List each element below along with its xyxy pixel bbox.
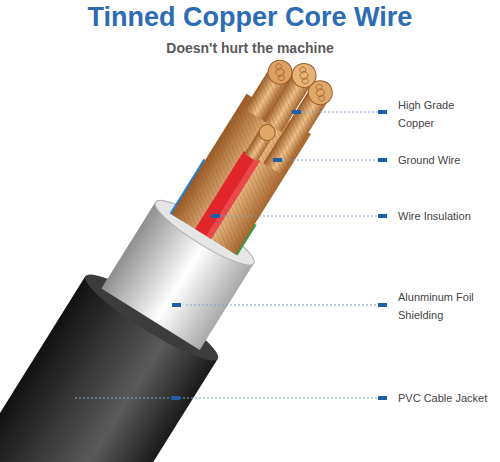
subtitle: Doesn't hurt the machine bbox=[0, 40, 500, 56]
part-label: High Grade Copper bbox=[398, 96, 468, 132]
cable-body bbox=[0, 23, 376, 462]
leader-markers bbox=[171, 110, 387, 400]
part-label: PVC Cable Jacket bbox=[398, 389, 498, 407]
leader-lines bbox=[75, 112, 378, 398]
part-label: Alunminum Foil Shielding bbox=[398, 288, 486, 324]
part-label: Wire Insulation bbox=[398, 207, 498, 225]
title: Tinned Copper Core Wire bbox=[0, 2, 500, 33]
part-label: Ground Wire bbox=[398, 151, 498, 169]
